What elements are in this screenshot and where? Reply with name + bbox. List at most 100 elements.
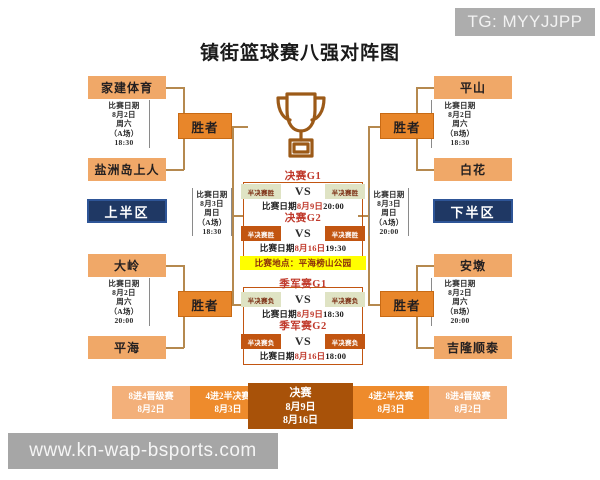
winner-box-r1[interactable]: 胜者 xyxy=(380,113,434,139)
timeline-date-2: 8月16日 xyxy=(283,414,318,426)
detail-divider xyxy=(408,188,409,236)
date-prefix: 比赛日期 xyxy=(262,309,297,319)
telegram-watermark: TG: MYYJJPP xyxy=(455,8,595,36)
timeline-stage: 4进2半决赛 xyxy=(368,390,414,401)
connector-line xyxy=(232,215,244,217)
third-g1-left-slot: 半决赛负 xyxy=(241,292,281,307)
site-watermark: www.kn-wap-bsports.com xyxy=(8,433,278,469)
page-title: 镇街篮球赛八强对阵图 xyxy=(199,43,400,64)
third-place-panel: 季军赛G1 半决赛负 VS 半决赛负 比赛日期8月9日18:30 季军赛G2 半… xyxy=(240,278,366,362)
date-value: 8月9日 xyxy=(296,201,324,211)
detail-line: 8月2日 xyxy=(448,288,472,298)
detail-line: 20:00 xyxy=(379,226,399,236)
timeline-stage: 8进4晋级赛 xyxy=(445,390,491,401)
match-detail-r-semi: 比赛日期 8月3日 周日 （A场） 20:00 xyxy=(371,190,407,236)
detail-line: （A场） xyxy=(109,128,139,138)
detail-line: 比赛日期 xyxy=(444,101,476,110)
final-g2-matchup: 半决赛胜 VS 半决赛胜 xyxy=(240,225,366,242)
winner-box-l1[interactable]: 胜者 xyxy=(178,113,232,139)
team-box-r1-bottom[interactable]: 白花 xyxy=(434,158,512,181)
team-box-r2-bottom[interactable]: 吉隆顺泰 xyxy=(434,336,512,359)
detail-line: 20:00 xyxy=(450,315,470,325)
date-prefix: 比赛日期 xyxy=(259,351,295,361)
detail-line: （B场） xyxy=(445,306,475,316)
detail-divider xyxy=(192,188,193,236)
detail-line: （A场） xyxy=(197,217,227,227)
third-g2-vs: VS xyxy=(294,334,312,348)
final-panel: 决赛G1 半决赛胜 VS 半决赛胜 比赛日期8月9日20:00 决赛G2 半决赛… xyxy=(240,170,366,270)
connector-line xyxy=(166,347,184,349)
final-g1-matchup: 半决赛胜 VS 半决赛胜 xyxy=(240,183,366,200)
third-g1-matchup: 半决赛负 VS 半决赛负 xyxy=(240,291,366,308)
region-label-upper: 上半区 xyxy=(87,199,167,223)
final-g2-vs: VS xyxy=(294,226,312,240)
detail-line: 8月2日 xyxy=(112,288,136,298)
match-detail-l2: 比赛日期 8月2日 周六 （A场） 20:00 xyxy=(100,279,148,325)
date-prefix: 比赛日期 xyxy=(262,201,297,211)
detail-line: 比赛日期 xyxy=(196,190,228,199)
time-value: 18:00 xyxy=(325,351,347,361)
detail-line: 比赛日期 xyxy=(108,101,140,110)
third-g2-left-slot: 半决赛负 xyxy=(241,334,281,349)
third-g2-right-slot: 半决赛负 xyxy=(325,334,365,349)
detail-divider xyxy=(149,278,150,326)
team-box-r2-top[interactable]: 安墩 xyxy=(434,254,512,277)
detail-line: 比赛日期 xyxy=(108,279,140,288)
final-g2-title: 决赛G2 xyxy=(284,213,322,224)
connector-line xyxy=(416,265,434,267)
detail-line: 18:30 xyxy=(114,137,134,147)
winner-box-r2[interactable]: 胜者 xyxy=(380,291,434,317)
region-label-lower: 下半区 xyxy=(433,199,513,223)
final-g1-title: 决赛G1 xyxy=(284,171,322,182)
third-g1-vs: VS xyxy=(294,292,312,306)
timeline-cell-4: 8进4晋级赛 8月2日 xyxy=(429,386,507,419)
third-g1-date: 比赛日期8月9日18:30 xyxy=(240,308,366,320)
third-g1-right-slot: 半决赛负 xyxy=(325,292,365,307)
match-detail-l1: 比赛日期 8月2日 周六 （A场） 18:30 xyxy=(100,101,148,147)
team-box-l2-top[interactable]: 大岭 xyxy=(88,254,166,277)
detail-divider xyxy=(149,100,150,148)
final-g1-left-slot: 半决赛胜 xyxy=(241,184,281,199)
team-box-l2-bottom[interactable]: 平海 xyxy=(88,336,166,359)
time-value: 19:30 xyxy=(325,243,347,253)
detail-line: （A场） xyxy=(374,217,404,227)
timeline-cell-2: 决赛 8月9日 8月16日 xyxy=(248,383,353,429)
detail-line: 8月3日 xyxy=(200,199,224,209)
time-value: 20:00 xyxy=(323,201,344,211)
connector-line xyxy=(416,347,434,349)
venue-banner: 比赛地点：平海榜山公园 xyxy=(240,256,366,270)
connector-line xyxy=(368,126,380,128)
winner-box-l2[interactable]: 胜者 xyxy=(178,291,232,317)
third-g1-title: 季军赛G1 xyxy=(279,279,327,290)
third-place-frame xyxy=(243,287,363,365)
third-g2-title: 季军赛G2 xyxy=(279,321,327,332)
match-detail-l-semi: 比赛日期 8月3日 周日 （A场） 18:30 xyxy=(194,190,230,236)
date-value: 8月16日 xyxy=(294,243,326,253)
detail-line: 周日 xyxy=(204,208,220,218)
timeline-date: 8月2日 xyxy=(137,403,165,414)
final-g2-right-slot: 半决赛胜 xyxy=(325,226,365,241)
detail-line: 周六 xyxy=(116,297,132,307)
team-box-l1-bottom[interactable]: 盐洲岛上人 xyxy=(88,158,166,181)
team-box-l1-top[interactable]: 家建体育 xyxy=(88,76,166,99)
timeline-date: 8月3日 xyxy=(214,403,242,414)
final-g1-date: 比赛日期8月9日20:00 xyxy=(240,200,366,212)
detail-line: （B场） xyxy=(445,128,475,138)
detail-line: （A场） xyxy=(109,306,139,316)
date-value: 8月9日 xyxy=(296,309,324,319)
timeline-cell-0: 8进4晋级赛 8月2日 xyxy=(112,386,190,419)
detail-line: 8月2日 xyxy=(112,110,136,120)
final-g2-left-slot: 半决赛胜 xyxy=(241,226,281,241)
detail-line: 18:30 xyxy=(202,226,222,236)
detail-line: 比赛日期 xyxy=(373,190,405,199)
timeline-stage: 4进2半决赛 xyxy=(205,390,251,401)
team-box-r1-top[interactable]: 平山 xyxy=(434,76,512,99)
match-detail-r1: 比赛日期 8月2日 周六 （B场） 18:30 xyxy=(436,101,484,147)
detail-line: 周六 xyxy=(452,297,468,307)
date-value: 8月16日 xyxy=(294,351,326,361)
connector-line xyxy=(166,87,184,89)
timeline-date: 8月3日 xyxy=(377,403,405,414)
timeline-stage: 决赛 xyxy=(289,386,312,399)
timeline-date: 8月9日 xyxy=(285,401,316,413)
